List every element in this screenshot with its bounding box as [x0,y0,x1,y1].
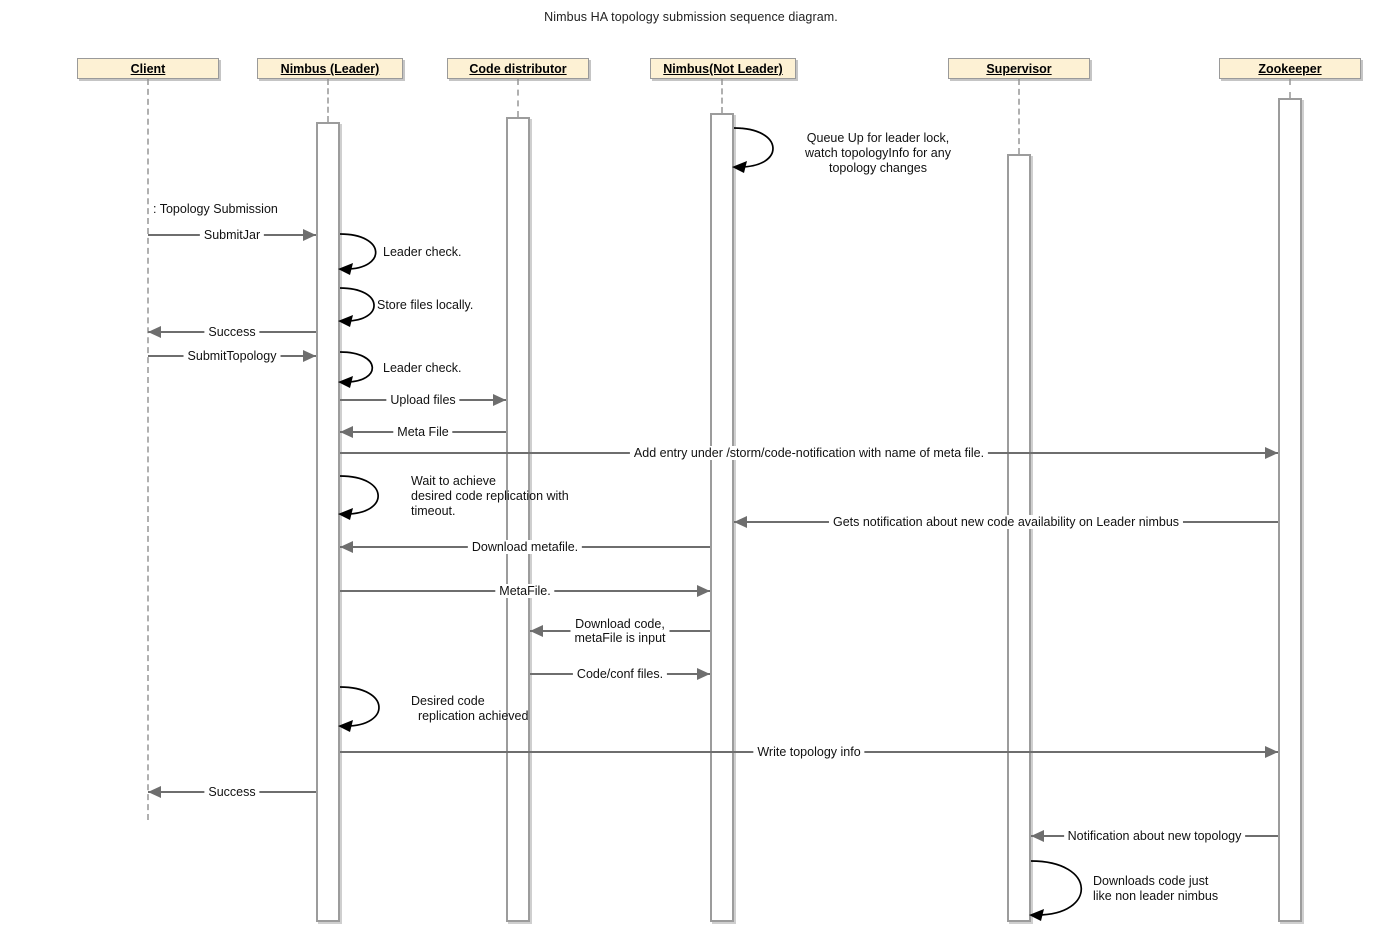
participant-box-zookeeper[interactable]: Zookeeper [1219,58,1361,79]
self-message-loop-leader-check-1 [338,233,377,275]
self-message-loop-desired-code-replication [338,686,380,732]
self-message-loop-downloads-code [1029,860,1083,921]
message-label-success-2: Success [204,785,260,799]
self-message-loop-store-files-locally [338,287,375,327]
participant-box-supervisor[interactable]: Supervisor [948,58,1090,79]
activation-bar-nimbus-leader [316,122,340,922]
message-arrowhead-code-conf-files [697,668,710,680]
participant-label-nimbus-not-leader: Nimbus(Not Leader) [663,62,783,76]
activation-bar-code-distributor [506,117,530,922]
self-message-loop-queue-up-leader-lock [732,127,774,173]
message-arrowhead-download-code [530,625,543,637]
message-label-code-conf-files: Code/conf files. [572,667,668,681]
message-arrowhead-submit-topology [303,350,316,362]
message-arrowhead-meta-file [340,426,353,438]
participant-box-client[interactable]: Client [77,58,219,79]
topology-submission-label: : Topology Submission [153,202,278,216]
message-arrowhead-success-2 [148,786,161,798]
self-message-loop-leader-check-2 [338,351,374,388]
message-arrowhead-success-1 [148,326,161,338]
participant-box-nimbus-not-leader[interactable]: Nimbus(Not Leader) [650,58,796,79]
participant-label-code-distributor: Code distributor [469,62,567,76]
message-arrowhead-notification-new-topology [1031,830,1044,842]
message-label-submit-jar: SubmitJar [199,228,265,242]
message-arrowhead-add-entry [1265,447,1278,459]
message-arrowhead-submit-jar [303,229,316,241]
message-arrowhead-metafile [697,585,710,597]
activation-bar-zookeeper [1278,98,1302,922]
self-message-text-store-files-locally: Store files locally. [377,298,474,312]
activation-bar-nimbus-not-leader [710,113,734,922]
self-message-text-leader-check-1: Leader check. [383,245,462,259]
message-label-write-topology-info: Write topology info [753,745,865,759]
message-arrowhead-upload-files [493,394,506,406]
self-message-text-wait-to-achieve: Wait to achieve desired code replication… [411,474,569,518]
message-label-gets-notification: Gets notification about new code availab… [828,515,1184,529]
lifeline-code-distributor [517,79,519,117]
lifeline-nimbus-not-leader [721,79,723,113]
message-arrowhead-gets-notification [734,516,747,528]
lifeline-nimbus-leader [327,79,329,122]
message-label-metafile: MetaFile. [495,584,555,598]
participant-box-code-distributor[interactable]: Code distributor [447,58,589,79]
message-label-download-metafile: Download metafile. [467,540,583,554]
self-message-text-downloads-code: Downloads code just like non leader nimb… [1093,874,1219,903]
activation-bar-supervisor [1007,154,1031,922]
participant-label-supervisor: Supervisor [986,62,1052,76]
message-label-download-code: Download code, metaFile is input [570,617,670,645]
participant-label-zookeeper: Zookeeper [1258,62,1322,76]
page-title: Nimbus HA topology submission sequence d… [544,10,838,24]
message-label-meta-file: Meta File [393,425,453,439]
lifeline-supervisor [1018,79,1020,154]
self-message-text-desired-code-replication: Desired code replication achieved [411,694,529,723]
self-message-text-leader-check-2: Leader check. [383,361,462,375]
message-arrowhead-write-topology-info [1265,746,1278,758]
message-label-upload-files: Upload files [386,393,460,407]
self-message-text-queue-up-leader-lock: Queue Up for leader lock, watch topology… [805,131,951,175]
self-message-loop-wait-to-achieve [338,475,379,520]
message-label-success-1: Success [204,325,260,339]
message-label-submit-topology: SubmitTopology [183,349,281,363]
participant-label-nimbus-leader: Nimbus (Leader) [280,62,380,76]
lifeline-zookeeper [1289,79,1291,98]
lifeline-client [147,79,149,820]
message-label-add-entry: Add entry under /storm/code-notification… [629,446,989,460]
participant-label-client: Client [130,62,166,76]
message-label-notification-new-topology: Notification about new topology [1063,829,1246,843]
message-arrowhead-download-metafile [340,541,353,553]
participant-box-nimbus-leader[interactable]: Nimbus (Leader) [257,58,403,79]
